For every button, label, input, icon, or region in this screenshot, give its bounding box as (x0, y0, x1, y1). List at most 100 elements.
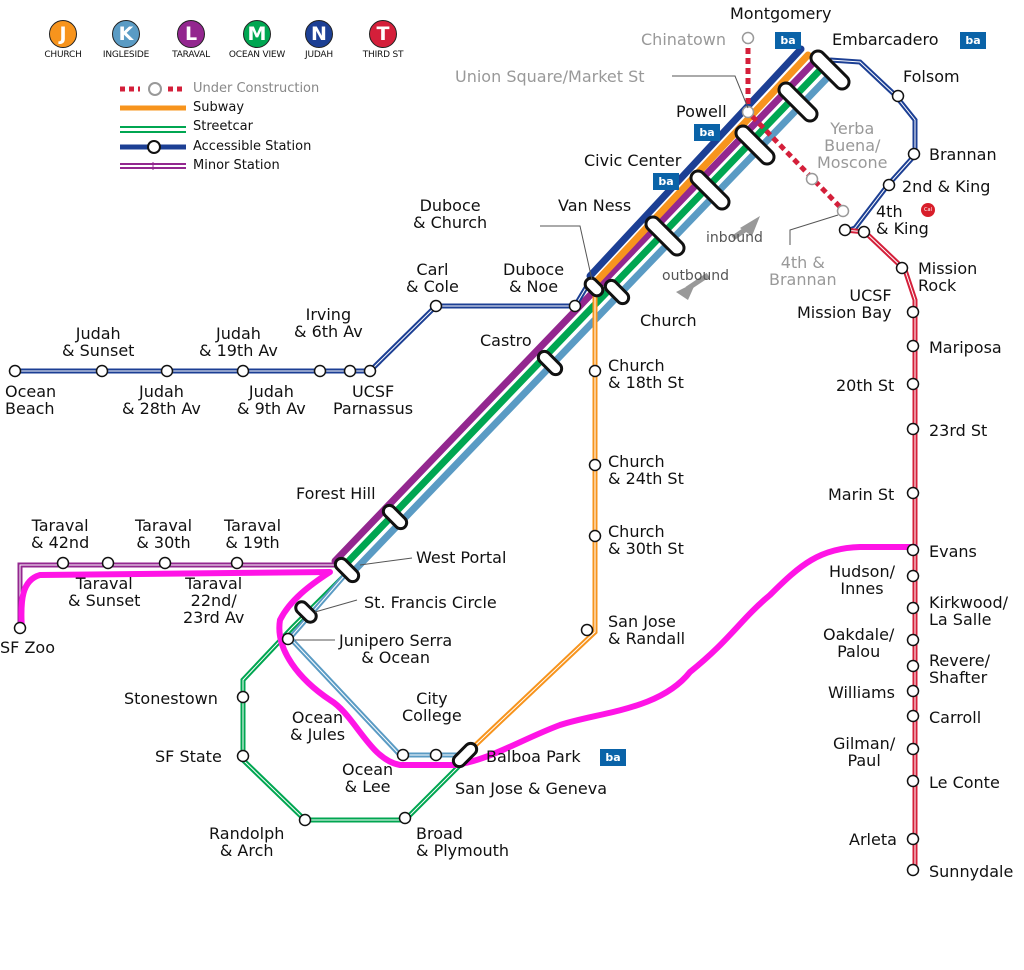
label-forest-hill: Forest Hill (296, 484, 376, 503)
label-kirkwood: Kirkwood/ La Salle (929, 593, 1008, 629)
line-name-n: JUDAH (305, 50, 333, 60)
label-judah-sunset: Judah & Sunset (62, 324, 135, 360)
label-judah-28th: Judah & 28th Av (122, 382, 201, 418)
bart-icon: ba (960, 32, 986, 49)
subway-trunk (331, 45, 834, 579)
label-st-francis: St. Francis Circle (364, 593, 497, 612)
line-badge-m: M OCEAN VIEW (222, 20, 292, 60)
line-name-t: THIRD ST (362, 50, 404, 60)
line-name-m: OCEAN VIEW (228, 50, 286, 60)
line-letter-t: T (369, 20, 397, 48)
label-embarcadero: Embarcadero (832, 30, 939, 49)
label-carroll: Carroll (929, 708, 982, 727)
label-ocean-beach: Ocean Beach (5, 382, 57, 418)
label-sunnydale: Sunnydale (929, 862, 1014, 881)
label-hudson: Hudson/ Innes (829, 562, 895, 598)
line-badge-k: K INGLESIDE (91, 20, 161, 60)
label-church: Church (640, 311, 697, 330)
label-powell: Powell (676, 102, 727, 121)
line-badge-t: T THIRD ST (348, 20, 418, 60)
subway-stations (294, 49, 851, 769)
line-letter-k: K (112, 20, 140, 48)
label-church-18th: Church & 18th St (608, 356, 684, 392)
label-oakdale: Oakdale/ Palou (823, 625, 895, 661)
label-gilman: Gilman/ Paul (833, 734, 896, 770)
label-4th-king: 4th & King (876, 202, 929, 238)
label-folsom: Folsom (903, 67, 960, 86)
bart-icon: ba (775, 32, 801, 49)
label-revere: Revere/ Shafter (929, 651, 991, 687)
line-name-j: CHURCH (44, 50, 82, 60)
label-castro: Castro (480, 331, 532, 350)
label-west-portal: West Portal (416, 548, 507, 567)
label-van-ness: Van Ness (558, 196, 632, 215)
line-badge-j: J CHURCH (28, 20, 98, 60)
label-marin: Marin St (828, 485, 895, 504)
line-letter-n: N (305, 20, 333, 48)
j-church-line (463, 285, 598, 757)
label-williams: Williams (828, 683, 895, 702)
label-4th-brannan: 4th & Brannan (769, 253, 837, 289)
label-church-30th: Church & 30th St (608, 522, 684, 558)
line-name-k: INGLESIDE (102, 50, 150, 60)
label-carl-cole: Carl & Cole (406, 260, 459, 296)
label-ocean-jules: Ocean & Jules (290, 708, 346, 744)
label-duboce-noe: Duboce & Noe (503, 260, 565, 296)
label-judah-9th: Judah & 9th Av (237, 382, 306, 418)
label-montgomery: Montgomery (730, 4, 832, 23)
label-union-square: Union Square/Market St (455, 67, 645, 86)
label-evans: Evans (929, 542, 977, 561)
label-mariposa: Mariposa (929, 338, 1002, 357)
label-le-conte: Le Conte (929, 773, 1000, 792)
label-mission-rock: Mission Rock (918, 259, 978, 295)
label-chinatown: Chinatown (641, 30, 726, 49)
label-sf-state: SF State (155, 747, 222, 766)
label-taraval-30th: Taraval & 30th (135, 516, 193, 552)
label-taraval-sunset: Taraval & Sunset (68, 574, 141, 610)
bart-icon: ba (694, 124, 720, 141)
label-junipero: Junipero Serra & Ocean (339, 631, 453, 667)
label-broad: Broad & Plymouth (416, 824, 510, 860)
label-23rd: 23rd St (929, 421, 988, 440)
label-stonestown: Stonestown (124, 689, 218, 708)
label-randolph: Randolph & Arch (209, 824, 285, 860)
label-arleta: Arleta (849, 830, 897, 849)
label-outbound: outbound (662, 268, 730, 284)
line-letter-j: J (49, 20, 77, 48)
label-ucsf-parnassus: UCSF Parnassus (333, 382, 414, 418)
label-ucsf-mission-bay: UCSF Mission Bay (797, 286, 892, 322)
direction-arrows (676, 216, 760, 300)
label-san-jose-randall: San Jose & Randall (608, 612, 686, 648)
line-badge-l: L TARAVAL (156, 20, 226, 60)
line-badge-n: N JUDAH (284, 20, 354, 60)
highlight-route (18, 544, 918, 768)
label-taraval-42nd: Taraval & 42nd (31, 516, 90, 552)
label-san-jose-geneva: San Jose & Geneva (455, 779, 608, 798)
label-brannan: Brannan (929, 145, 997, 164)
label-sf-zoo: SF Zoo (0, 638, 55, 657)
leader-lines (295, 75, 839, 641)
label-2nd-king: 2nd & King (902, 177, 991, 196)
label-balboa: Balboa Park (486, 747, 581, 766)
label-yerba-buena: Yerba Buena/ Moscone (817, 119, 888, 172)
embarcadero-loop (829, 57, 918, 235)
legend-streetcar: Streetcar (193, 119, 253, 134)
line-name-l: TARAVAL (172, 50, 210, 60)
label-civic-center: Civic Center (584, 151, 682, 170)
label-inbound: inbound (706, 230, 763, 246)
label-church-24th: Church & 24th St (608, 452, 684, 488)
label-ocean-lee: Ocean & Lee (342, 760, 394, 796)
line-letter-m: M (243, 20, 271, 48)
legend-swatches (120, 82, 186, 170)
label-irving: Irving & 6th Av (294, 305, 363, 341)
label-taraval-22nd: Taraval 22nd/ 23rd Av (183, 574, 245, 627)
legend-accessible: Accessible Station (193, 139, 312, 154)
label-judah-19th: Judah & 19th Av (199, 324, 278, 360)
label-duboce-church: Duboce & Church (413, 196, 488, 232)
line-letter-l: L (177, 20, 205, 48)
legend-minor: Minor Station (193, 158, 280, 173)
surface-stations (8, 31, 921, 877)
legend-subway: Subway (193, 100, 245, 115)
label-20th: 20th St (836, 376, 895, 395)
